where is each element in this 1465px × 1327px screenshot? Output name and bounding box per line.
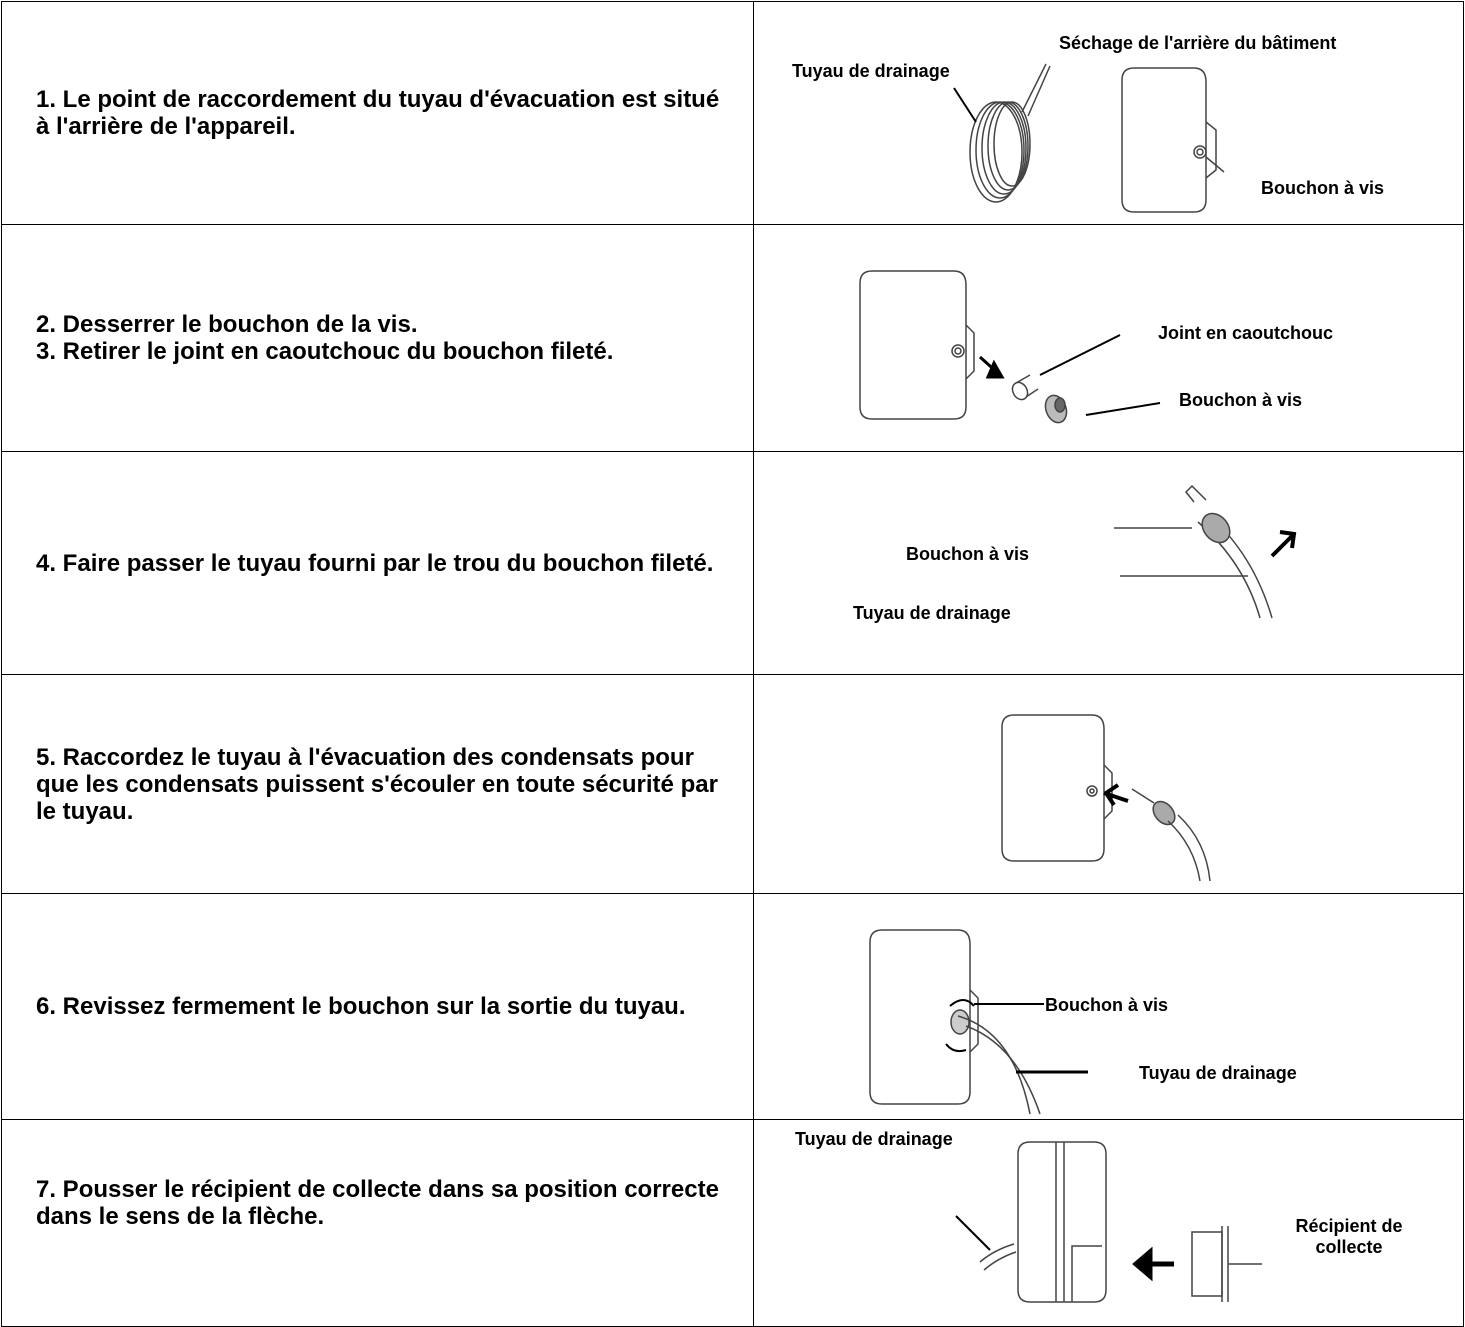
screw-cap-label: Bouchon à vis xyxy=(1261,178,1385,198)
step-row-2: 2. Desserrer le bouchon de la vis. 3. Re… xyxy=(1,224,1464,452)
collection-container-label: Récipient de collecte xyxy=(1295,1216,1403,1257)
container-insert-drawing xyxy=(955,1141,1262,1303)
step-illustration: Séchage de l'arrière du bâtiment Tuyau d… xyxy=(754,2,1463,224)
step-text: 4. Faire passer le tuyau fourni par le t… xyxy=(36,549,714,577)
step-row-6: 7. Pousser le récipient de collecte dans… xyxy=(1,1119,1464,1327)
step-row-4: 5. Raccordez le tuyau à l'évacuation des… xyxy=(1,674,1464,894)
step-text: 7. Pousser le récipient de collecte dans… xyxy=(36,1176,719,1230)
step-text: 6. Revissez fermement le bouchon sur la … xyxy=(36,993,686,1020)
hose-label: Tuyau de drainage xyxy=(792,61,950,81)
step-text: 1. Le point de raccordement du tuyau d'é… xyxy=(36,86,720,140)
step-illustration-cell: Tuyau de drainage Récipient de collecte xyxy=(753,1119,1464,1327)
screw-cap-label: Bouchon à vis xyxy=(1045,995,1169,1015)
step-text: 5. Raccordez le tuyau à l'évacuation des… xyxy=(36,743,718,825)
hose-connect-drawing xyxy=(1001,714,1211,882)
hose-through-cap-drawing xyxy=(1114,484,1297,619)
step-text-cell: 2. Desserrer le bouchon de la vis. 3. Re… xyxy=(1,224,754,452)
cap-tighten-drawing xyxy=(869,929,1088,1115)
step-text-cell: 5. Raccordez le tuyau à l'évacuation des… xyxy=(1,674,754,894)
step-illustration-cell: Bouchon à vis Tuyau de drainage xyxy=(753,893,1464,1120)
step-illustration-cell: Bouchon à vis Tuyau de drainage xyxy=(753,451,1464,675)
step-text-cell: 7. Pousser le récipient de collecte dans… xyxy=(1,1119,754,1327)
hose-and-unit-back-drawing xyxy=(953,63,1225,213)
cap-removal-drawing xyxy=(859,270,1161,424)
step-illustration-cell xyxy=(753,674,1464,894)
hose-label: Tuyau de drainage xyxy=(853,603,1011,623)
step-row-5: 6. Revissez fermement le bouchon sur la … xyxy=(1,893,1464,1120)
step-text-cell: 4. Faire passer le tuyau fourni par le t… xyxy=(1,451,754,675)
step-text-cell: 1. Le point de raccordement du tuyau d'é… xyxy=(1,1,754,225)
step-text-cell: 6. Revissez fermement le bouchon sur la … xyxy=(1,893,754,1120)
step-illustration: Tuyau de drainage Récipient de collecte xyxy=(754,1120,1463,1326)
step-illustration: Bouchon à vis Tuyau de drainage xyxy=(754,452,1463,674)
hose-label: Tuyau de drainage xyxy=(1139,1063,1297,1083)
step-text: 2. Desserrer le bouchon de la vis. 3. Re… xyxy=(36,311,614,365)
hose-label: Tuyau de drainage xyxy=(795,1129,953,1149)
rubber-seal-label: Joint en caoutchouc xyxy=(1158,323,1334,343)
screw-cap-label: Bouchon à vis xyxy=(906,544,1030,564)
step-illustration-cell: Joint en caoutchouc Bouchon à vis xyxy=(753,224,1464,452)
step-illustration-cell: Séchage de l'arrière du bâtiment Tuyau d… xyxy=(753,1,1464,225)
step-illustration: Bouchon à vis Tuyau de drainage xyxy=(754,894,1463,1119)
step-row-3: 4. Faire passer le tuyau fourni par le t… xyxy=(1,451,1464,675)
step-illustration xyxy=(754,675,1463,893)
step-row-1: 1. Le point de raccordement du tuyau d'é… xyxy=(1,1,1464,225)
title-label: Séchage de l'arrière du bâtiment xyxy=(1059,33,1337,53)
screw-cap-label: Bouchon à vis xyxy=(1179,390,1303,410)
step-illustration: Joint en caoutchouc Bouchon à vis xyxy=(754,225,1463,451)
